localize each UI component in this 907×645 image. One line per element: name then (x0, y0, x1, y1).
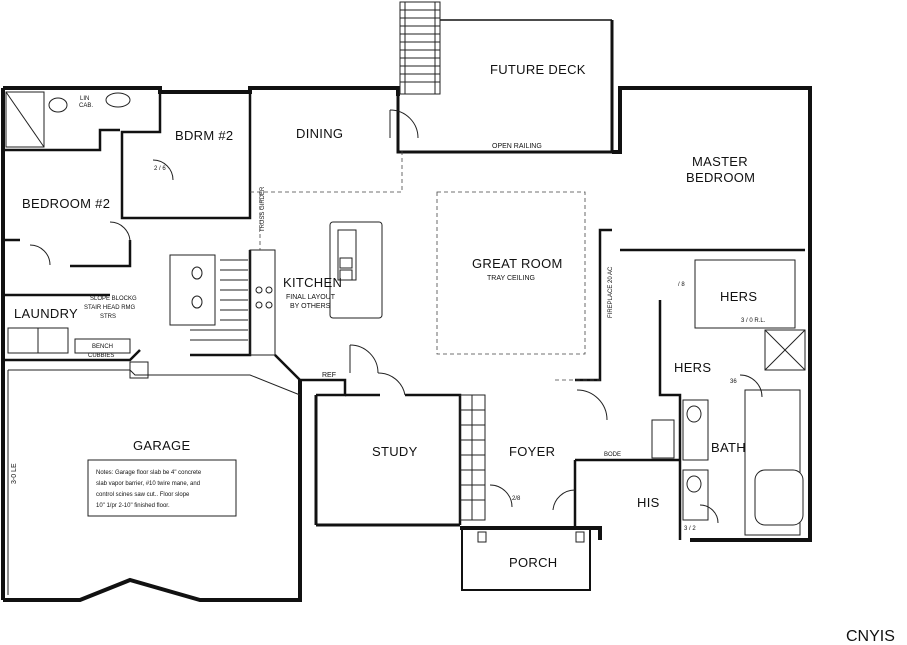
label-foyer: FOYER (509, 444, 555, 459)
interior-walls (3, 91, 806, 540)
label-master-line1: MASTER (692, 154, 748, 169)
label-garage-dim: 3-0 LE (11, 463, 18, 484)
label-bdrm2-upper: BDRM #2 (175, 128, 233, 143)
label-great-room: GREAT ROOM (472, 256, 563, 271)
kitchen-island (329, 221, 383, 319)
label-dining: DINING (296, 126, 343, 141)
room-labels: FUTURE DECK OPEN RAILING BDRM #2 DINING … (14, 62, 766, 570)
label-ref: REF (322, 372, 336, 379)
label-slope-note-1: SLOPE BLOCKG (90, 296, 137, 302)
garage-note-line1: Notes: Garage floor slab be 4" concrete (96, 470, 202, 476)
label-lin-cab-1: LIN (80, 96, 89, 102)
doors (29, 109, 763, 524)
garage-note-line2: slab vapor barrier, #10 twire mane, and (96, 481, 200, 487)
label-dim-3-0: 3 / 0 R.L. (741, 318, 766, 324)
label-study: STUDY (372, 444, 418, 459)
label-tray-ceiling: TRAY CEILING (487, 275, 535, 282)
label-bedroom2: BEDROOM #2 (22, 196, 110, 211)
label-kitchen: KITCHEN (283, 275, 342, 290)
garage-note: Notes: Garage floor slab be 4" concrete … (96, 470, 202, 509)
watermark-text: CNYIS (846, 628, 895, 645)
label-bode: BODE (604, 452, 621, 458)
garage-note-line4: 10" 1/pr 2-10" finished floor. (96, 503, 170, 509)
label-slope-note-3: STRS (100, 314, 116, 320)
label-cubbies: CUBBIES (88, 353, 114, 359)
label-hers-upper: HERS (720, 289, 757, 304)
label-bath: BATH (711, 440, 746, 455)
label-hers-lower: HERS (674, 360, 711, 375)
label-his: HIS (637, 495, 660, 510)
label-garage: GARAGE (133, 438, 190, 453)
label-future-deck: FUTURE DECK (490, 62, 586, 77)
label-bench: BENCH (92, 344, 113, 350)
porch (461, 528, 591, 591)
label-kitchen-note-2: BY OTHERS (290, 303, 331, 310)
label-truss-girder: TRUSS GIRDER (260, 186, 266, 232)
label-dim-2-6: 2 / 6 (154, 166, 166, 172)
label-open-railing: OPEN RAILING (492, 143, 542, 150)
garage-interior (7, 361, 301, 595)
label-dim-2-8: 2/8 (512, 496, 521, 502)
deck-stairs (399, 1, 441, 95)
label-lin-cab-2: CAB. (79, 103, 93, 109)
label-slope-note-2: STAIR HEAD RMG (84, 305, 136, 311)
garage-note-box (87, 459, 237, 517)
label-dim-3-2: 3 / 2 (684, 526, 696, 532)
bath-fixtures (48, 92, 203, 309)
label-dim-36: 36 (730, 379, 737, 385)
label-laundry: LAUNDRY (14, 306, 78, 321)
dashed-lines (250, 150, 600, 381)
label-fireplace: FIREPLACE 20 AC (608, 266, 614, 318)
label-dim-1-8: / 8 (678, 282, 685, 288)
exterior-walls (1, 19, 812, 602)
garage-note-line3: control scines saw cut.. Floor slope (96, 492, 190, 498)
label-porch: PORCH (509, 555, 557, 570)
label-kitchen-note-1: FINAL LAYOUT (286, 294, 336, 301)
label-master-line2: BEDROOM (686, 170, 755, 185)
